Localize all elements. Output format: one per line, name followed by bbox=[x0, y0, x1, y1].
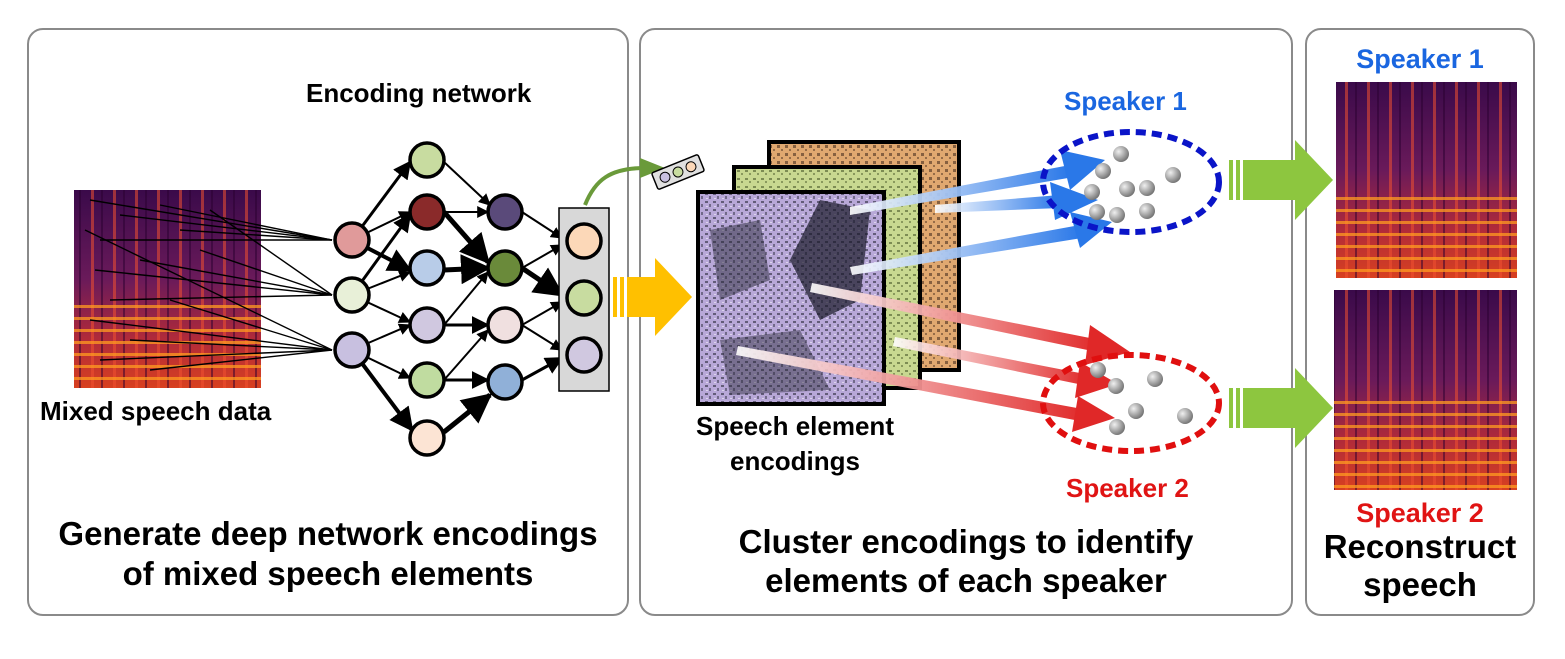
node-h1-3 bbox=[408, 249, 446, 287]
input-connections bbox=[84, 199, 333, 371]
speaker1-output-label: Speaker 1 bbox=[1356, 44, 1484, 74]
encodings-label-line1: Speech element bbox=[696, 411, 894, 441]
node-out-2 bbox=[565, 279, 603, 317]
encoding-vector-icon bbox=[651, 154, 705, 190]
middle-caption-line1: Cluster encodings to identify bbox=[738, 523, 1194, 560]
node-out-3 bbox=[565, 336, 603, 374]
node-input-3 bbox=[333, 331, 371, 369]
speaker2-cluster bbox=[1040, 352, 1222, 454]
node-input-1 bbox=[333, 221, 371, 259]
left-caption-line2: of mixed speech elements bbox=[122, 555, 534, 592]
speaker1-spectrogram bbox=[1336, 82, 1517, 278]
node-h2-4 bbox=[486, 363, 524, 401]
flow-arrow-yellow bbox=[613, 258, 692, 336]
node-h1-2 bbox=[408, 193, 446, 231]
speaker2-spectrogram bbox=[1334, 290, 1517, 490]
node-h1-1 bbox=[408, 141, 446, 179]
speaker2-cluster-label: Speaker 2 bbox=[1066, 473, 1189, 503]
speaker1-cluster bbox=[1040, 129, 1222, 235]
flow-arrow-green-2 bbox=[1229, 368, 1333, 448]
encoding-network-label: Encoding network bbox=[306, 78, 532, 108]
node-h2-3 bbox=[486, 306, 524, 344]
speaker2-arrows bbox=[736, 283, 1130, 432]
node-input-2 bbox=[333, 276, 371, 314]
encoding-vector-arrow bbox=[583, 158, 665, 206]
speaker1-arrows bbox=[850, 150, 1112, 275]
network-nodes bbox=[333, 141, 603, 457]
right-caption-line1: Reconstruct bbox=[1323, 528, 1517, 565]
speaker2-output-label: Speaker 2 bbox=[1356, 498, 1484, 528]
node-h1-4 bbox=[408, 306, 446, 344]
node-h2-2 bbox=[486, 249, 524, 287]
node-h1-6 bbox=[408, 419, 446, 457]
speaker1-cluster-label: Speaker 1 bbox=[1064, 86, 1187, 116]
node-h1-5 bbox=[408, 361, 446, 399]
flow-arrow-green-1 bbox=[1229, 140, 1333, 220]
right-caption-line2: speech bbox=[1363, 566, 1477, 603]
left-caption-line1: Generate deep network encodings bbox=[58, 515, 598, 552]
network-edges bbox=[350, 160, 565, 434]
node-h2-1 bbox=[486, 193, 524, 231]
mixed-speech-label: Mixed speech data bbox=[40, 396, 272, 426]
middle-caption-line2: elements of each speaker bbox=[765, 562, 1167, 599]
encodings-label-line2: encodings bbox=[729, 446, 860, 476]
node-out-1 bbox=[565, 222, 603, 260]
